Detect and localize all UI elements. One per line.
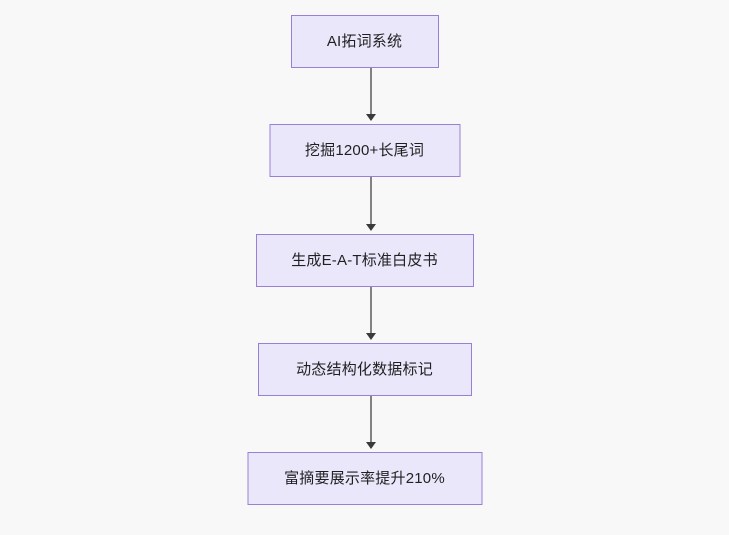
flowchart-node-0[interactable]: AI拓词系统: [290, 15, 439, 68]
flowchart-node-2[interactable]: 生成E-A-T标准白皮书: [255, 234, 474, 287]
flowchart-connector-0: [370, 68, 372, 116]
arrow-down-icon: [366, 224, 376, 231]
flowchart-node-0-label: AI拓词系统: [326, 33, 403, 50]
flowchart-node-3-label: 动态结构化数据标记: [296, 361, 433, 378]
flowchart-node-4-label: 富摘要展示率提升210%: [284, 470, 445, 487]
flowchart-connector-2: [370, 287, 372, 335]
arrow-down-icon: [366, 333, 376, 340]
arrow-down-icon: [366, 114, 376, 121]
flowchart-connector-1: [370, 177, 372, 226]
flowchart-node-1[interactable]: 挖掘1200+长尾词: [269, 124, 460, 177]
flowchart-node-4[interactable]: 富摘要展示率提升210%: [247, 452, 482, 505]
flowchart-node-1-label: 挖掘1200+长尾词: [304, 142, 425, 159]
flowchart-node-2-label: 生成E-A-T标准白皮书: [291, 252, 438, 269]
arrow-down-icon: [366, 442, 376, 449]
flowchart-connector-3: [370, 396, 372, 444]
flowchart-node-3[interactable]: 动态结构化数据标记: [257, 343, 472, 396]
